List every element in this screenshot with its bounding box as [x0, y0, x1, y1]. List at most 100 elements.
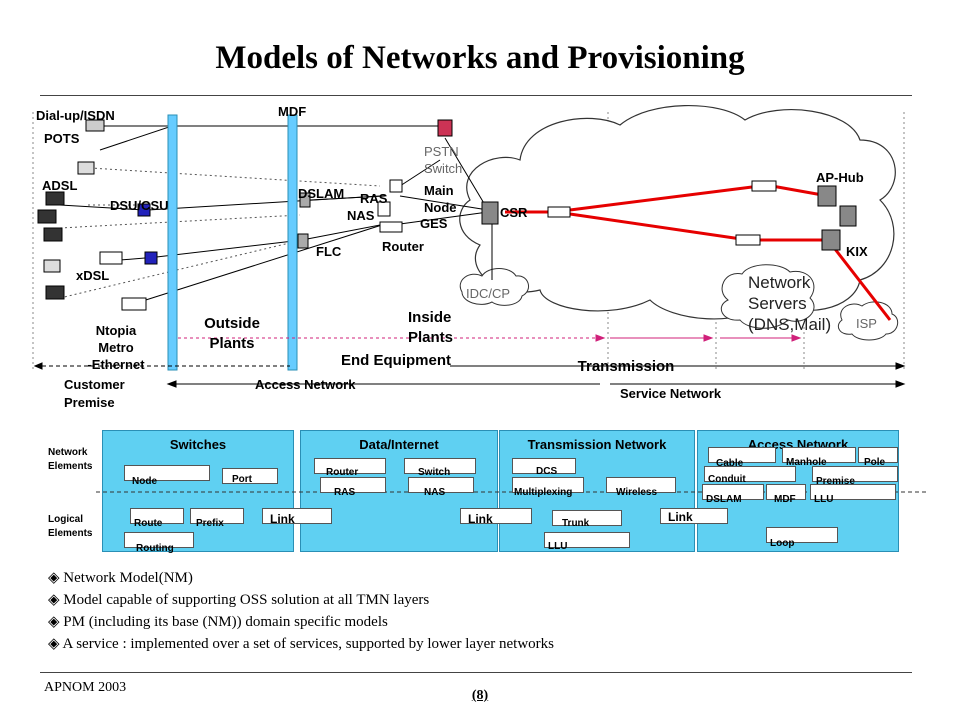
slide-title: Models of Networks and Provisioning [215, 40, 745, 76]
label-dialup: Dial-up/ISDN [36, 108, 115, 123]
item-multiplexing: Multiplexing [514, 487, 573, 498]
nas-icon [377, 201, 391, 217]
item-manhole: Manhole [786, 457, 827, 468]
modem-icon [121, 297, 147, 311]
pc-icon [37, 209, 57, 224]
label-dslam: DSLAM [298, 186, 345, 201]
label-network-servers: Network Servers (DNS,Mail) [748, 273, 832, 334]
bullet-item: ◈ A service : implemented over a set of … [48, 636, 554, 652]
idc-cloud [459, 268, 530, 306]
item-llu: LLU [814, 494, 834, 505]
bullet-diamond-icon: ◈ [48, 636, 63, 652]
label-idc: IDC/CP [466, 286, 511, 301]
item-dcs: DCS [536, 466, 558, 477]
pc-icon [77, 161, 95, 175]
item-dslam: DSLAM [706, 494, 742, 505]
model-box [552, 510, 622, 526]
model-box [320, 477, 386, 493]
label-xdsl: xDSL [76, 268, 110, 283]
model-box [262, 508, 332, 524]
label-end-equipment: End Equipment [341, 352, 451, 369]
bullet-diamond-icon: ◈ [48, 592, 64, 608]
model-box [704, 466, 796, 482]
server-icon [839, 205, 857, 227]
label-ntopia: Ntopia Metro -Ethernet [87, 323, 145, 372]
core-router-icon [547, 206, 571, 218]
flc-icon [297, 233, 309, 249]
item-node: Node [132, 476, 157, 487]
item-switch: Switch [418, 467, 451, 478]
item-link: Link [468, 512, 493, 526]
model-box [606, 477, 676, 493]
label-main-node: Main Node [424, 183, 457, 215]
model-box [124, 465, 210, 481]
bullet-diamond-icon: ◈ [48, 614, 64, 630]
row-label-network-elements: Network Elements [48, 447, 93, 472]
pc-icon [45, 285, 65, 300]
label-customer-premise: Customer Premise [64, 377, 125, 410]
csr-server-icon [481, 201, 499, 225]
modem-icon [99, 251, 123, 265]
model-box [782, 447, 856, 463]
panel-title: Transmission Network [527, 437, 667, 452]
pc-icon [45, 191, 65, 206]
label-transmission: Transmission [577, 358, 675, 375]
label-ras: RAS [360, 191, 388, 206]
bullet-item: ◈ Model capable of supporting OSS soluti… [48, 592, 430, 608]
bullet-item: ◈ PM (including its base (NM)) domain sp… [48, 614, 388, 630]
panel-title: Data/Internet [359, 437, 439, 452]
item-trunk: Trunk [562, 518, 590, 529]
model-box [702, 484, 764, 500]
footer-text: APNOM 2003 [44, 680, 127, 695]
item-pole: Pole [864, 457, 886, 468]
item-nas: NAS [424, 487, 446, 498]
core-router-icon [735, 234, 761, 246]
label-service-network: Service Network [620, 386, 722, 401]
dsu-csu-icon [144, 251, 158, 265]
model-box [812, 466, 898, 482]
label-outside-plants: Outside Plants [204, 315, 260, 352]
footer-rule [40, 672, 912, 673]
model-box [408, 477, 474, 493]
network-servers-cloud [720, 264, 815, 329]
item-route: Route [134, 518, 163, 529]
model-box [124, 532, 194, 548]
model-separator [96, 491, 926, 493]
label-router: Router [382, 239, 424, 254]
model-box [766, 484, 806, 500]
label-pstn-switch: PSTN Switch [424, 144, 463, 176]
item-prefix: Prefix [196, 518, 224, 529]
label-adsl: ADSL [42, 178, 78, 193]
model-box [512, 458, 576, 474]
dsu-csu-icon [137, 203, 151, 217]
label-access-network: Access Network [255, 377, 356, 392]
phone-icon [85, 119, 105, 132]
model-box [512, 477, 584, 493]
service-cloud [459, 105, 896, 320]
ap-hub-server-icon [817, 185, 837, 207]
title-rule [40, 95, 912, 96]
label-ges: GES [420, 216, 448, 231]
mdf-frame-icon [299, 192, 311, 208]
ras-icon [389, 179, 403, 193]
label-isp: ISP [856, 316, 877, 331]
model-box [766, 527, 838, 543]
item-ras: RAS [334, 487, 356, 498]
core-router-icon [751, 180, 777, 192]
model-box [460, 508, 532, 524]
model-box [708, 447, 776, 463]
item-llu: LLU [548, 541, 568, 552]
label-kix: KIX [846, 244, 868, 259]
kix-server-icon [821, 229, 841, 251]
model-box [314, 458, 386, 474]
network-diagram [32, 105, 906, 388]
pc-icon [43, 227, 63, 242]
label-nas: NAS [347, 208, 375, 223]
item-port: Port [232, 474, 252, 485]
item-premise: Premise [816, 476, 855, 487]
panel-title: Switches [169, 437, 227, 452]
item-mdf: MDF [774, 494, 796, 505]
bullet-diamond-icon: ◈ [48, 570, 64, 586]
label-mdf: MDF [278, 104, 307, 119]
pstn-switch-icon [437, 119, 453, 137]
